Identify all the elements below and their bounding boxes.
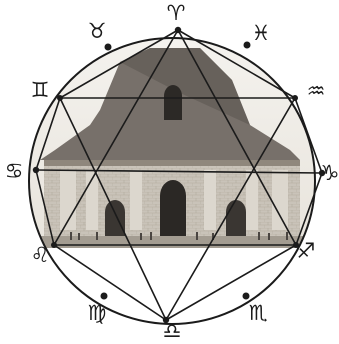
leo-sign: ♌ <box>31 243 50 267</box>
taurus-sign: ♉ <box>88 19 107 43</box>
aquarius-sign: ♒ <box>307 79 326 103</box>
scorpio-sign: ♏ <box>249 301 268 325</box>
aries-sign: ♈ <box>167 1 186 25</box>
sagittarius-sign: ♐ <box>297 239 316 263</box>
libra-sign: ♎ <box>163 319 182 343</box>
capricorn-sign: ♑ <box>321 161 339 185</box>
gemini-sign: ♊ <box>31 78 50 102</box>
virgo-sign: ♍ <box>88 301 107 325</box>
cancer-sign: ♋ <box>5 159 24 183</box>
pisces-sign: ♓ <box>252 21 271 45</box>
